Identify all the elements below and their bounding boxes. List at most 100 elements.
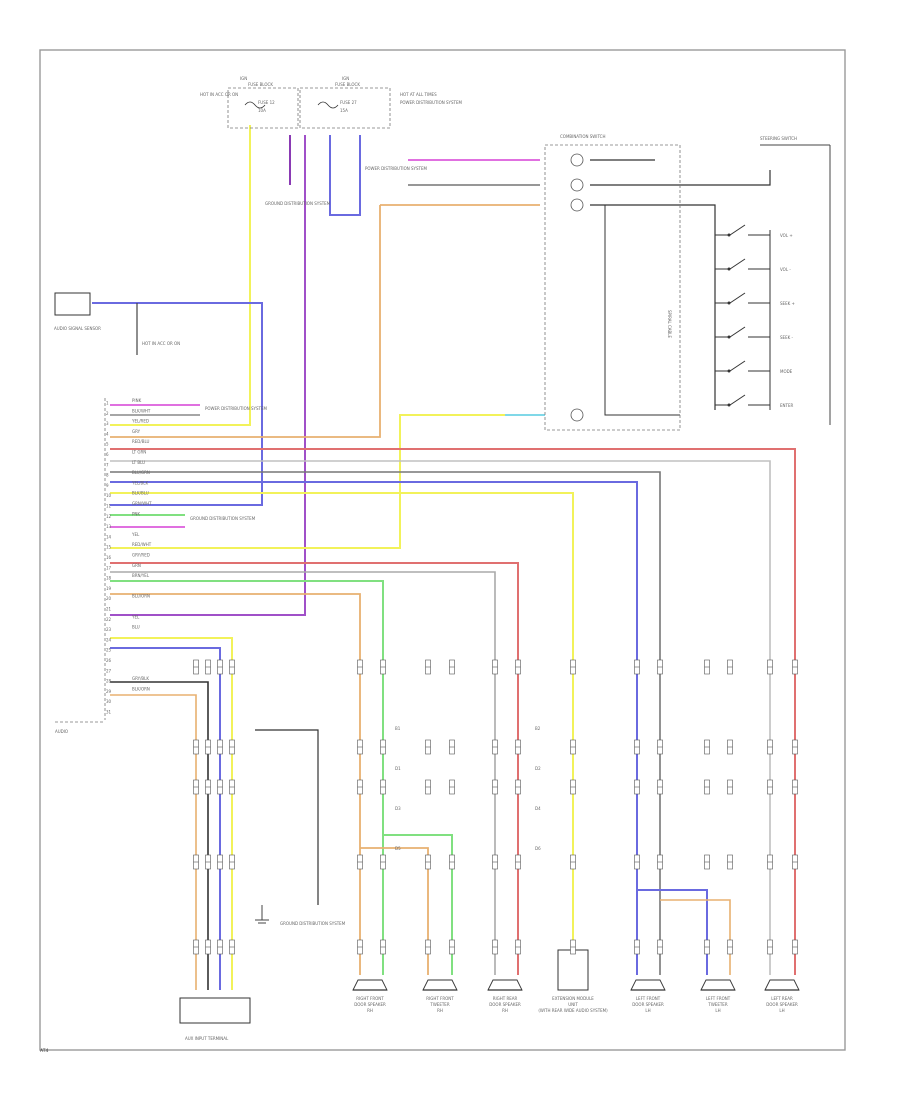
ground-note: GROUND DISTRIBUTION SYSTEM: [280, 921, 346, 926]
fuse-block-1-sub: FUSE BLOCK: [248, 82, 273, 87]
audio-pin-wire: LT BLU: [132, 460, 145, 465]
steering-switch-contact: VOL -: [715, 258, 791, 272]
audio-pin-number: 9: [106, 483, 109, 488]
wire-black-switch-b: [590, 170, 771, 186]
steering-switch-label: SEEK -: [780, 335, 793, 340]
steering-switch-label: MODE: [780, 369, 793, 374]
wire-black-ground: [255, 729, 319, 905]
fuse-block-2-title: IGN: [342, 76, 349, 81]
connector-label: D3: [395, 806, 401, 811]
audio-pin-wire: BLK/ORN: [132, 686, 150, 691]
audio-pin-wire: BLK/WHT: [132, 408, 151, 413]
footer-code: AT4: [40, 1048, 48, 1054]
fuse-27-amp: 15A: [340, 108, 348, 113]
audio-pin: 30: [106, 699, 112, 704]
steer-power-note: POWER DISTRIBUTION SYSTEM: [365, 166, 427, 171]
audio-pin: 29 BLK/ORN: [106, 686, 150, 694]
wire-red-lr: [110, 448, 796, 975]
audio-pin-wire: PINK: [132, 398, 142, 403]
audio-pin-number: 22: [106, 617, 112, 622]
speaker-label: RH: [367, 1008, 373, 1013]
audio-unit-label: AUDIO: [55, 729, 68, 734]
fuse-block-2-power: POWER DISTRIBUTION SYSTEM: [400, 100, 462, 105]
aux-input-terminal: AUX INPUT TERMINAL: [179, 997, 251, 1041]
speaker-label: RIGHT FRONT: [426, 996, 454, 1001]
audio-pin-number: 28: [106, 679, 112, 684]
audio-pin-number: 30: [106, 699, 112, 704]
audio-pin-number: 10: [106, 493, 112, 498]
audio-pin-number: 29: [106, 689, 112, 694]
connector-label: B2: [535, 726, 541, 731]
connector-label: D6: [535, 846, 541, 851]
speaker-label: DOOR SPEAKER: [489, 1002, 521, 1007]
fuse-block-1-title: IGN: [240, 76, 247, 81]
wire-purple-fuse: [110, 135, 306, 616]
audio-pin-wire: LT GRN: [132, 450, 146, 455]
ground-node: GROUND DISTRIBUTION SYSTEM: [255, 905, 346, 926]
speaker-label: RIGHT FRONT: [356, 996, 384, 1001]
audio-signal-sensor: AUDIO SIGNAL SENSOR HOT IN ACC OR ON: [54, 292, 180, 346]
wire-green-rf: [110, 580, 384, 975]
audio-pin-wire: RED/BLU: [132, 439, 150, 444]
speaker-label: LEFT FRONT: [636, 996, 661, 1001]
audio-pin-number: 23: [106, 627, 112, 632]
audio-signal-note: HOT IN ACC OR ON: [142, 341, 180, 346]
audio-pin-number: 11: [106, 504, 112, 509]
audio-pin-wire: PNK: [132, 511, 140, 516]
audio-pin: 26: [106, 658, 112, 663]
audio-pin-number: 16: [106, 555, 112, 560]
steering-switch-contact: SEEK -: [715, 326, 793, 340]
connector-label: B1: [395, 726, 401, 731]
audio-pin: 31: [106, 710, 112, 715]
speaker-label: RIGHT REAR: [493, 996, 518, 1001]
audio-power-note: POWER DISTRIBUTION SYSTEM: [205, 406, 267, 411]
audio-pin: 13: [106, 524, 112, 529]
audio-pin-wire: GRY/BLK: [132, 676, 149, 681]
audio-pin-number: 3: [106, 421, 109, 426]
speaker-label: RH: [502, 1008, 508, 1013]
connector-label: D2: [535, 766, 541, 771]
audio-pin-number: 4: [106, 431, 109, 436]
wire-yellow-ext: [110, 492, 574, 950]
fuse-12-label: FUSE 12: [258, 100, 275, 105]
wire-gray-lf-tweeter: [660, 899, 731, 975]
audio-pin-number: 5: [106, 442, 109, 447]
audio-pin-number: 25: [106, 648, 112, 653]
wire-layer: [92, 125, 796, 990]
steering-switch-label: VOL -: [780, 267, 791, 272]
audio-ground-note: GROUND DISTRIBUTION SYSTEM: [190, 516, 256, 521]
extension-module: [557, 949, 589, 991]
wire-blue-sensor: [92, 302, 263, 506]
wire-steer-inner: [604, 205, 680, 416]
audio-pin-wire: YEL: [131, 532, 140, 537]
fuse-block-2: IGN FUSE BLOCK FUSE 27 15A HOT AT ALL TI…: [299, 76, 462, 129]
speaker-label: LH: [715, 1008, 720, 1013]
audio-pin-wire: BLU/ORN: [132, 594, 150, 599]
speaker-label: LEFT FRONT: [706, 996, 731, 1001]
audio-pin-number: 31: [106, 710, 112, 715]
spiral-cable-label: SPIRAL CABLE: [667, 310, 672, 338]
audio-pin-number: 18: [106, 576, 112, 581]
audio-pin: 27: [106, 668, 112, 673]
wire-orange-aux: [110, 694, 197, 990]
steering-switch-contact: MODE: [715, 360, 793, 374]
speaker-label: DOOR SPEAKER: [354, 1002, 386, 1007]
steering-switch-label: SEEK +: [780, 301, 795, 306]
wire-black-aux: [110, 681, 209, 990]
audio-pin-number: 26: [106, 658, 112, 663]
fuse-12-amp: 10A: [258, 108, 266, 113]
